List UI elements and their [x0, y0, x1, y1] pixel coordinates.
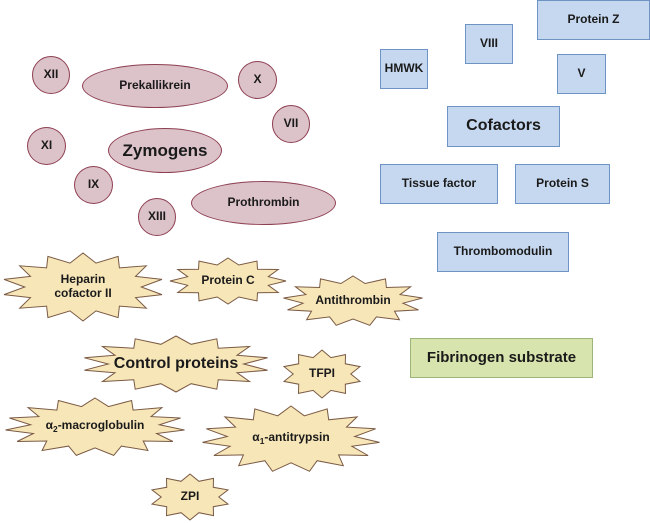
- zymogen-xii: XII: [32, 56, 70, 94]
- starburst-shape: [5, 397, 185, 456]
- cofactor-protein-z: Protein Z: [537, 0, 650, 40]
- cofactor-tissue-factor: Tissue factor: [380, 164, 498, 204]
- starburst-shape: [150, 473, 230, 521]
- starburst-polygon: [150, 473, 230, 521]
- zymogen-prekallikrein: Prekallikrein: [82, 64, 228, 108]
- zymogen-prothrombin: Prothrombin: [191, 181, 336, 225]
- zymogen-xiii: XIII: [138, 198, 176, 236]
- cofactors-title: Cofactors: [447, 106, 560, 147]
- cofactor-v: V: [557, 54, 606, 94]
- zymogen-x: X: [238, 61, 277, 99]
- starburst-shape: [169, 257, 287, 305]
- protein-c-label: Protein C: [201, 273, 255, 288]
- starburst-polygon: [283, 275, 423, 326]
- control-tfpi: TFPI: [282, 349, 362, 399]
- starburst-shape: [202, 405, 380, 472]
- starburst-polygon: [202, 405, 380, 472]
- alpha1-label: α1-antitrypsin: [252, 430, 330, 447]
- cofactor-hmwk: HMWK: [380, 49, 428, 89]
- starburst-polygon: [169, 257, 287, 305]
- tfpi-label: TFPI: [309, 366, 335, 381]
- cofactor-viii: VIII: [465, 24, 513, 64]
- starburst-shape: [283, 275, 423, 326]
- control-alpha1-antitrypsin: α1-antitrypsin: [202, 405, 380, 472]
- fibrinogen-substrate: Fibrinogen substrate: [410, 338, 593, 378]
- zymogen-xi: XI: [27, 127, 66, 165]
- control-proteins-label: Control proteins: [113, 354, 239, 372]
- starburst-polygon: [84, 335, 268, 393]
- starburst-polygon: [5, 397, 185, 456]
- starburst-polygon: [282, 349, 362, 399]
- control-protein-c: Protein C: [169, 257, 287, 305]
- cofactor-protein-s: Protein S: [515, 164, 610, 204]
- control-zpi: ZPI: [150, 473, 230, 521]
- starburst-shape: [84, 335, 268, 393]
- zpi-label: ZPI: [180, 489, 200, 504]
- zymogen-vii: VII: [272, 105, 310, 143]
- starburst-shape: [3, 252, 163, 322]
- control-proteins-title: Control proteins: [82, 335, 270, 393]
- alpha2-label: α2-macroglobulin: [45, 418, 145, 435]
- zymogen-ix: IX: [74, 166, 113, 204]
- control-antithrombin: Antithrombin: [283, 275, 423, 326]
- zymogens-title: Zymogens: [108, 128, 222, 173]
- control-alpha2-macroglobulin: α2-macroglobulin: [5, 397, 185, 456]
- starburst-shape: [282, 349, 362, 399]
- antithrombin-label: Antithrombin: [315, 293, 391, 308]
- cofactor-thrombomodulin: Thrombomodulin: [437, 232, 569, 272]
- starburst-polygon: [3, 252, 163, 322]
